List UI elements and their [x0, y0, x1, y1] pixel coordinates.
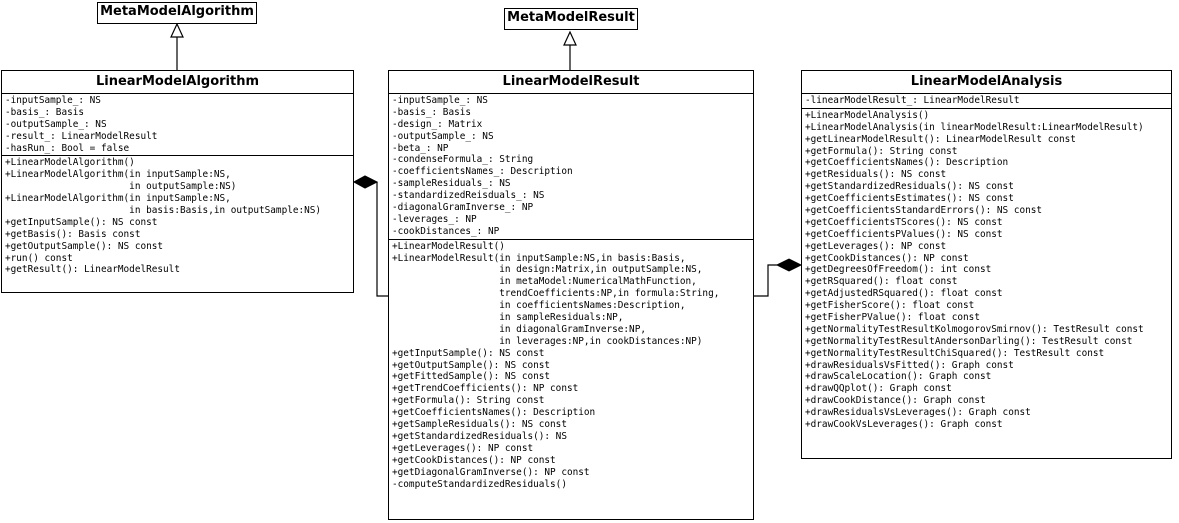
attribute-item: -condenseFormula_: String	[392, 154, 534, 166]
operation-item: +getBasis(): Basis const	[5, 228, 141, 240]
operation-item: +getLinearModelResult(): LinearModelResu…	[805, 133, 1076, 145]
attribute-item: -result_: LinearModelResult	[5, 130, 158, 142]
operation-item: +getFisherPValue(): float const	[805, 312, 980, 324]
operation-item: +drawScaleLocation(): Graph const	[805, 371, 992, 383]
class-linearmodelalgorithm: LinearModelAlgorithm -inputSample_: NS-b…	[1, 70, 354, 293]
attribute-item: -beta_: NP	[392, 142, 449, 154]
operation-item: +LinearModelResult()	[392, 240, 505, 252]
class-linearmodelanalysis: LinearModelAnalysis -linearModelResult_:…	[801, 70, 1172, 459]
composition-diamond-analysis	[775, 258, 803, 272]
operation-item: +LinearModelAlgorithm(in inputSample:NS,	[5, 193, 231, 205]
operation-item: +getNormalityTestResultChiSquared(): Tes…	[805, 347, 1105, 359]
operation-item: +getStandardizedResiduals(): NS	[392, 430, 567, 442]
operation-item: +getTrendCoefficients(): NP const	[392, 383, 579, 395]
operation-item: +getFisherScore(): float const	[805, 300, 975, 312]
operation-item: +getNormalityTestResultKolmogorovSmirnov…	[805, 323, 1144, 335]
attribute-item: -outputSample_: NS	[5, 118, 107, 130]
attribute-item: -cookDistances_: NP	[392, 225, 500, 237]
attributes-section: -linearModelResult_: LinearModelResult	[802, 94, 1171, 108]
operation-item: +drawQQplot(): Graph const	[805, 383, 952, 395]
attribute-item: -leverages_: NP	[392, 213, 477, 225]
operation-item: in outputSample:NS)	[5, 181, 237, 193]
attributes-section: -inputSample_: NS-basis_: Basis-outputSa…	[2, 94, 353, 155]
attribute-item: -basis_: Basis	[392, 106, 472, 118]
attribute-item: -coefficientsNames_: Description	[392, 166, 573, 178]
operations-section: +LinearModelAlgorithm()+LinearModelAlgor…	[2, 155, 353, 277]
attribute-item: -hasRun_: Bool = false	[5, 142, 130, 154]
operation-item: +getAdjustedRSquared(): float const	[805, 288, 1003, 300]
operation-item: +getLeverages(): NP const	[392, 442, 534, 454]
operation-item: +getCoefficientsStandardErrors(): NS con…	[805, 205, 1043, 217]
generalization-arrowhead-algorithm	[170, 22, 184, 38]
operation-item: +getInputSample(): NS const	[5, 216, 158, 228]
operation-item: in diagonalGramInverse:NP,	[392, 323, 646, 335]
attribute-item: -standardizedReisduals_: NS	[392, 190, 545, 202]
operation-item: +getCoefficientsPValues(): NS const	[805, 228, 1003, 240]
operation-item: in basis:Basis,in outputSample:NS)	[5, 205, 322, 217]
class-title: LinearModelResult	[389, 71, 753, 94]
operation-item: trendCoefficients:NP,in formula:String,	[392, 288, 720, 300]
operation-item: +getCoefficientsTScores(): NS const	[805, 216, 1003, 228]
operations-section: +LinearModelAnalysis()+LinearModelAnalys…	[802, 107, 1171, 432]
operation-item: +LinearModelAlgorithm(in inputSample:NS,	[5, 169, 231, 181]
operation-item: in leverages:NP,in cookDistances:NP)	[392, 335, 703, 347]
operation-item: +getFormula(): String const	[805, 145, 958, 157]
composition-line-analysis-result	[754, 264, 777, 297]
attribute-item: -sampleResiduals_: NS	[392, 178, 511, 190]
operation-item: +getStandardizedResiduals(): NS const	[805, 181, 1014, 193]
operation-item: +getFittedSample(): NS const	[392, 371, 551, 383]
operation-item: +drawCookDistance(): Graph const	[805, 395, 986, 407]
attribute-item: -basis_: Basis	[5, 106, 85, 118]
operation-item: +getDegreesOfFreedom(): int const	[805, 264, 992, 276]
superclass-metamodelalgorithm: MetaModelAlgorithm	[97, 2, 257, 24]
operation-item: +getOutputSample(): NS const	[392, 359, 551, 371]
attribute-item: -design_: Matrix	[392, 118, 483, 130]
operation-item: +drawCookVsLeverages(): Graph const	[805, 419, 1003, 431]
attribute-item: -linearModelResult_: LinearModelResult	[805, 95, 1020, 106]
operation-item: +getResult(): LinearModelResult	[5, 264, 180, 276]
operation-item: +getCookDistances(): NP const	[392, 454, 556, 466]
operation-item: +getNormalityTestResultAndersonDarling()…	[805, 335, 1133, 347]
operation-item: +getDiagonalGramInverse(): NP const	[392, 466, 590, 478]
operation-item: -computeStandardizedResiduals()	[392, 478, 567, 490]
composition-diamond-algorithm	[352, 175, 379, 189]
operation-item: +getLeverages(): NP const	[805, 240, 947, 252]
attribute-item: -outputSample_: NS	[392, 130, 494, 142]
operation-item: in metaModel:NumericalMathFunction,	[392, 276, 697, 288]
operation-item: +LinearModelAnalysis()	[805, 109, 930, 121]
operation-item: in sampleResiduals:NP,	[392, 312, 624, 324]
operations-section: +LinearModelResult()+LinearModelResult(i…	[389, 238, 753, 492]
operation-item: in design:Matrix,in outputSample:NS,	[392, 264, 703, 276]
attribute-item: -inputSample_: NS	[392, 95, 488, 106]
operation-item: +LinearModelAnalysis(in linearModelResul…	[805, 121, 1144, 133]
operation-item: +getCoefficientsNames(): Description	[392, 407, 596, 419]
operation-item: +drawResidualsVsFitted(): Graph const	[805, 359, 1014, 371]
operation-item: +getCookDistances(): NP const	[805, 252, 969, 264]
composition-line-algorithm-result	[376, 182, 388, 297]
attributes-section: -inputSample_: NS-basis_: Basis-design_:…	[389, 94, 753, 239]
operation-item: +drawResidualsVsLeverages(): Graph const	[805, 407, 1031, 419]
operation-item: +getCoefficientsEstimates(): NS const	[805, 193, 1014, 205]
generalization-arrowhead-result	[563, 30, 577, 46]
class-linearmodelresult: LinearModelResult -inputSample_: NS-basi…	[388, 70, 754, 520]
operation-item: +LinearModelAlgorithm()	[5, 157, 135, 169]
operation-item: +getFormula(): String const	[392, 395, 545, 407]
operation-item: +getCoefficientsNames(): Description	[805, 157, 1009, 169]
operation-item: +run() const	[5, 252, 73, 264]
operation-item: +getInputSample(): NS const	[392, 347, 545, 359]
attribute-item: -diagonalGramInverse_: NP	[392, 202, 534, 214]
operation-item: +getSampleResiduals(): NS const	[392, 419, 567, 431]
operation-item: +getResiduals(): NS const	[805, 169, 947, 181]
operation-item: +LinearModelResult(in inputSample:NS,in …	[392, 252, 686, 264]
operation-item: in coefficientsNames:Description,	[392, 300, 686, 312]
operation-item: +getOutputSample(): NS const	[5, 240, 164, 252]
superclass-metamodelresult: MetaModelResult	[504, 8, 638, 30]
class-title: LinearModelAnalysis	[802, 71, 1171, 94]
operation-item: +getRSquared(): float const	[805, 276, 958, 288]
attribute-item: -inputSample_: NS	[5, 95, 101, 106]
class-title: LinearModelAlgorithm	[2, 71, 353, 94]
